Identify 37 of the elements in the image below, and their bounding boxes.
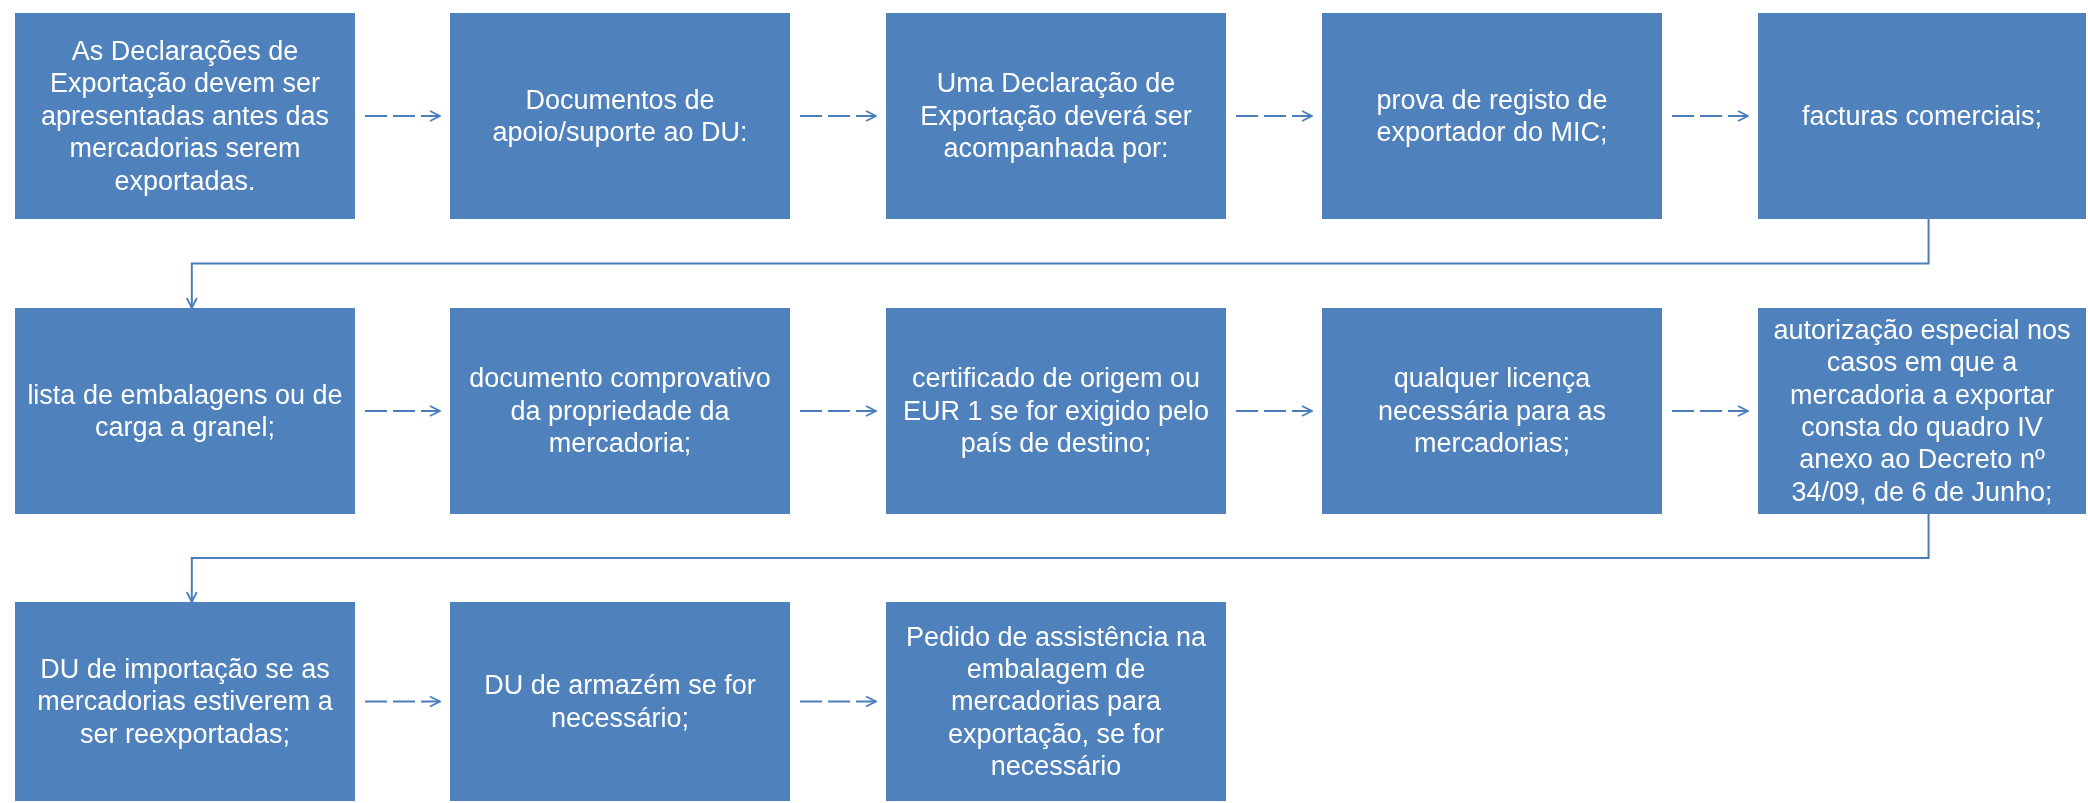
arrow <box>1235 110 1313 122</box>
arrow <box>185 513 1930 603</box>
process-box <box>886 602 1226 801</box>
process-box <box>1322 308 1662 514</box>
step-text: qualquer licença necessária para as mercadorias; <box>1376 362 1608 460</box>
arrow <box>364 405 441 417</box>
process-box <box>1322 13 1662 219</box>
process-box <box>15 602 355 801</box>
step-text: Pedido de assistência na embalagem de mercadorias para exportação, se for necessário <box>904 620 1208 783</box>
process-box <box>15 308 355 514</box>
arrow <box>364 110 441 122</box>
arrow <box>1671 405 1749 417</box>
step-text: prova de registo de exportador do MIC; <box>1375 83 1609 149</box>
arrow <box>1671 110 1749 122</box>
step-text: Uma Declaração de Exportação deverá ser acompanhada por: <box>919 67 1193 165</box>
process-box <box>1758 13 2086 219</box>
step-text: autorização especial nos casos em que a mercadoria a exportar consta do quadro IV anexo ao Decreto nº 34/09, de 6 de Junho; <box>1772 313 2072 509</box>
step-text: lista de embalagens ou de carga a granel; <box>26 378 344 444</box>
step-text: certificado de origem ou EUR 1 se for exigido pelo país de destino; <box>901 362 1211 460</box>
process-box <box>450 13 790 219</box>
arrow <box>185 218 1930 309</box>
arrow <box>799 405 877 417</box>
process-box <box>450 308 790 514</box>
step-text: DU de armazém se for necessário; <box>483 669 757 734</box>
arrow <box>799 110 877 122</box>
step-text: DU de importação se as mercadorias estiverem a ser reexportadas; <box>36 652 334 751</box>
step-text: Documentos de apoio/suporte ao DU: <box>491 83 749 149</box>
process-box <box>886 308 1226 514</box>
arrow <box>799 695 877 708</box>
arrow <box>1235 405 1313 417</box>
process-box <box>450 602 790 801</box>
step-text: facturas comerciais; <box>1801 99 2043 133</box>
process-box <box>886 13 1226 219</box>
process-box <box>15 13 355 219</box>
arrow <box>364 695 441 708</box>
step-text: documento comprovativo da propriedade da mercadoria; <box>468 362 772 460</box>
step-text: As Declarações de Exportação devem ser apresentadas antes das mercadorias serem exportadas. <box>39 35 331 197</box>
